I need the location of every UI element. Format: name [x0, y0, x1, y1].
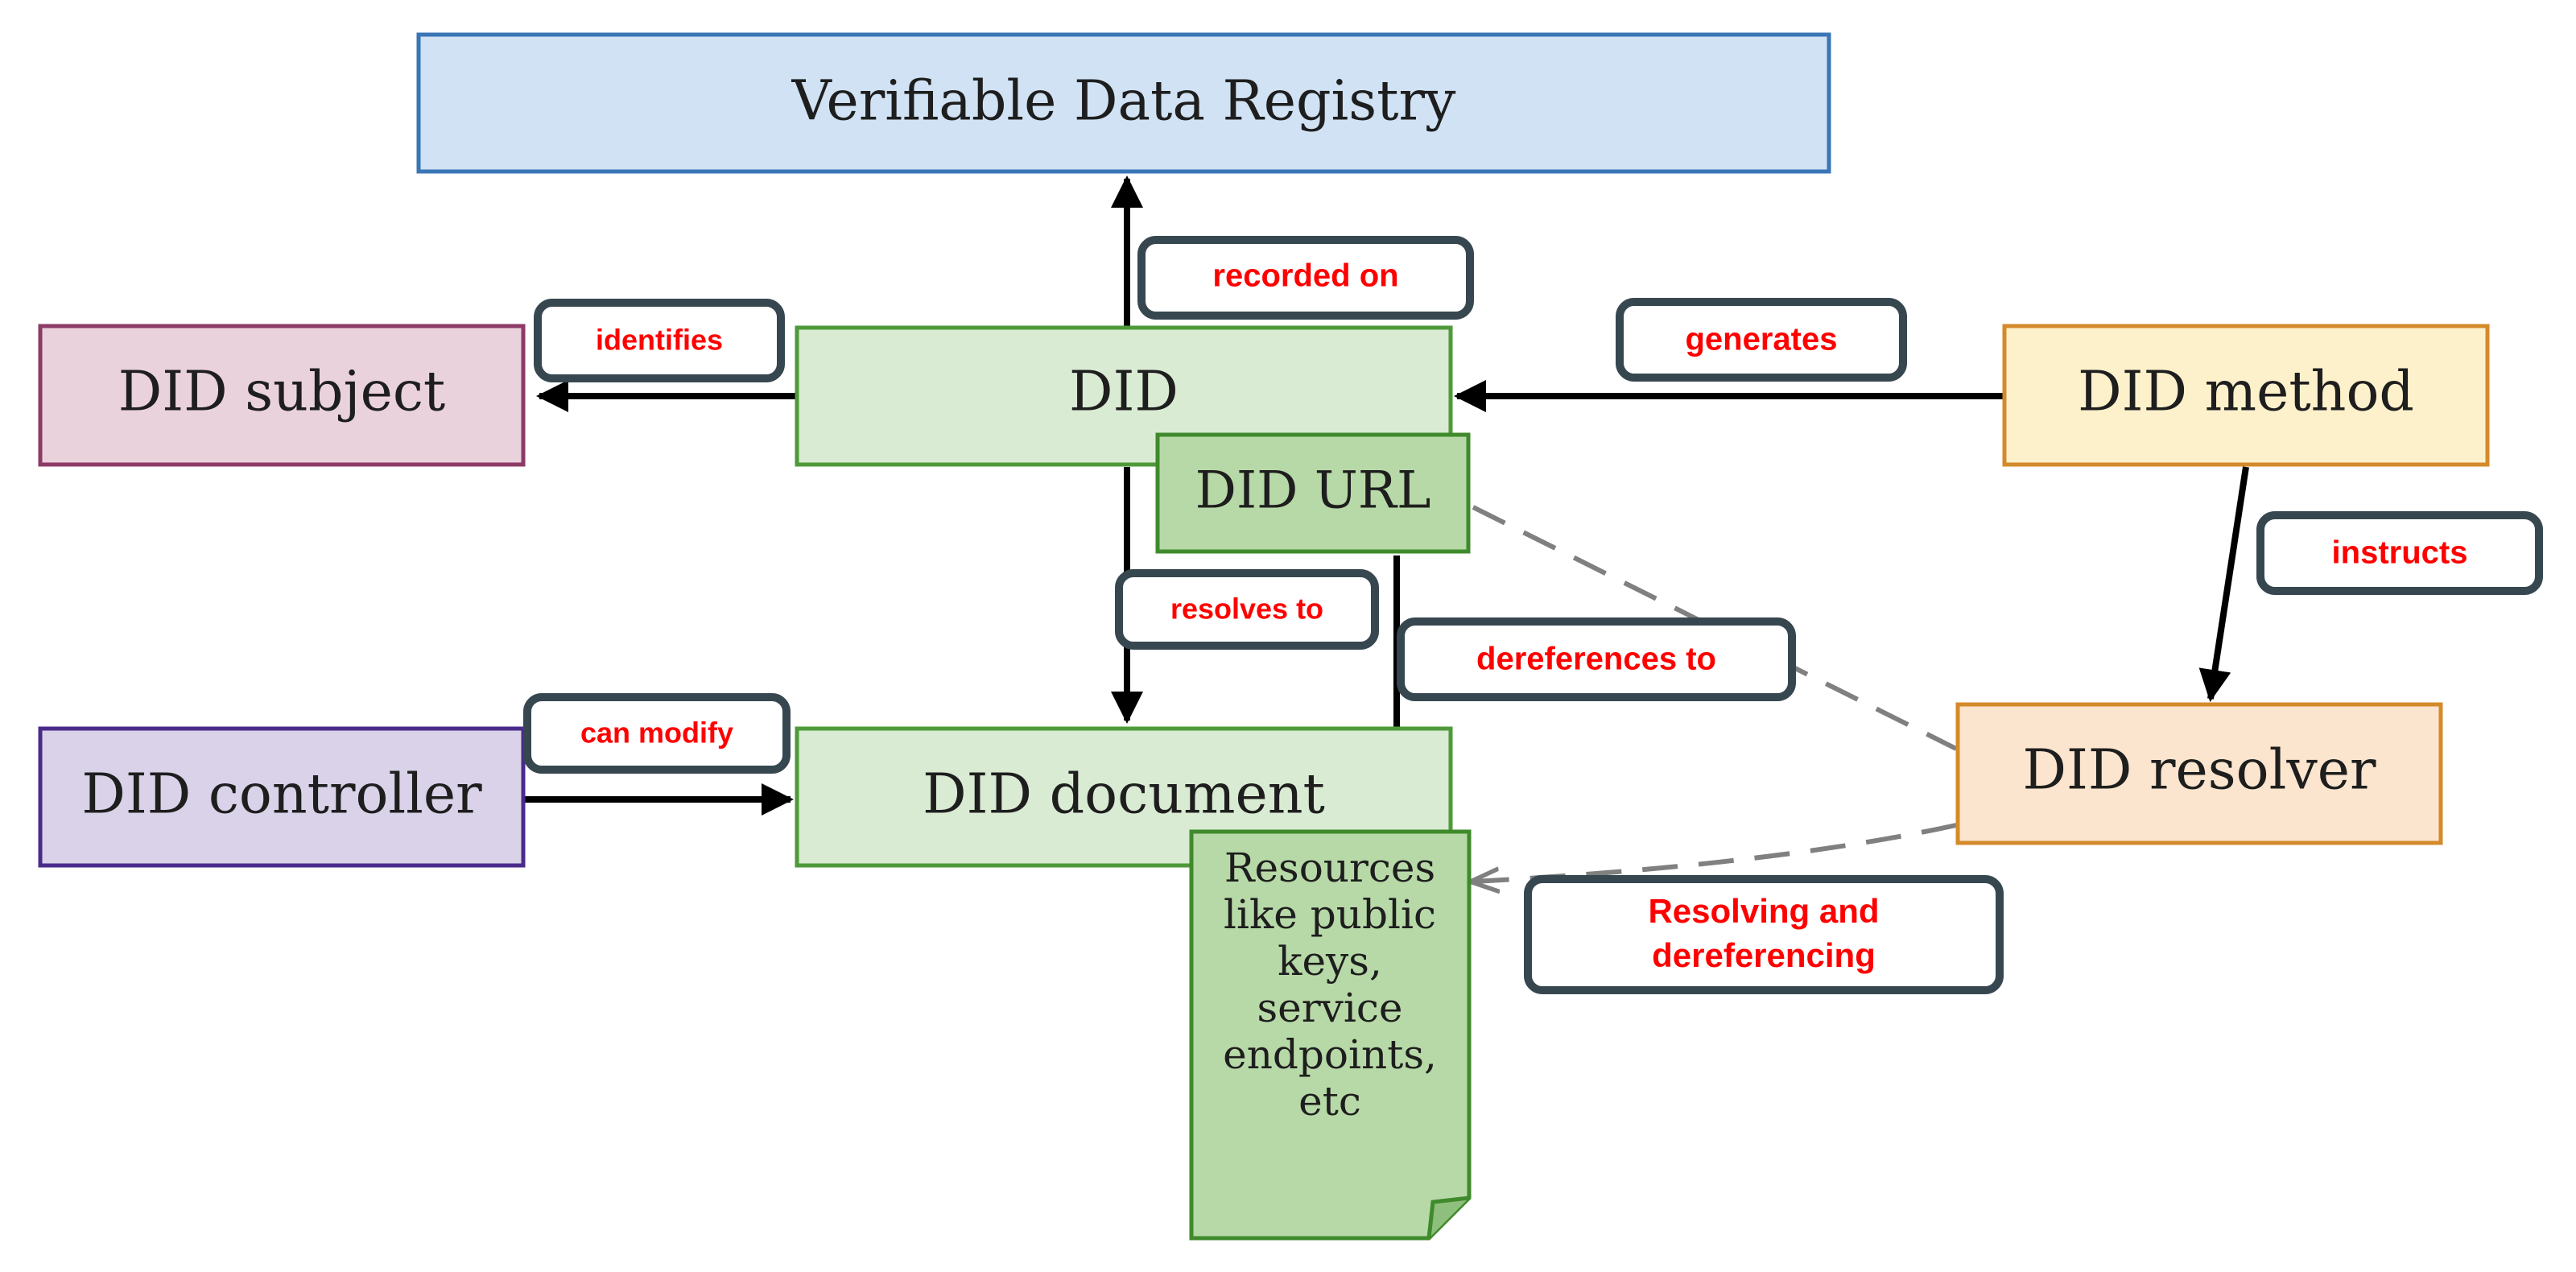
- can-modify-text: can modify: [580, 717, 733, 750]
- did-url-label: DID URL: [1195, 461, 1431, 521]
- label-instructs: instructs: [2256, 511, 2543, 595]
- registry-label: Verifiable Data Registry: [791, 70, 1456, 134]
- resources-line: keys,: [1278, 938, 1382, 985]
- node-did-controller: DID controller: [38, 726, 526, 868]
- did-controller-label: DID controller: [81, 763, 482, 827]
- identifies-text: identifies: [596, 324, 723, 357]
- instructs-text: instructs: [2332, 535, 2468, 571]
- resources-text: Resources like public keys, service endp…: [1223, 845, 1437, 1125]
- node-verifiable-data-registry: Verifiable Data Registry: [416, 32, 1831, 174]
- dereferences-to-text: dereferences to: [1476, 642, 1716, 677]
- resolves-to-text: resolves to: [1170, 593, 1323, 626]
- did-subject-label: DID subject: [118, 361, 445, 424]
- resources-line: Resources: [1224, 845, 1435, 891]
- edge-dashed-resolver-resources: [1473, 823, 1957, 882]
- node-did-method: DID method: [2002, 324, 2490, 467]
- did-label: DID: [1069, 361, 1179, 424]
- did-resolver-label: DID resolver: [2022, 739, 2376, 803]
- label-generates: generates: [1616, 298, 1907, 382]
- node-resources: Resources like public keys, service endp…: [1189, 829, 1472, 1241]
- edge-instructs: [2198, 466, 2249, 702]
- label-identifies: identifies: [534, 299, 785, 382]
- resources-line: etc: [1298, 1078, 1361, 1125]
- node-did: DID: [795, 325, 1453, 467]
- did-document-label: DID document: [923, 763, 1325, 827]
- resources-line: endpoints,: [1223, 1031, 1437, 1078]
- label-resolving-dereferencing: Resolving and dereferencing: [1524, 875, 2004, 994]
- resources-line: service: [1257, 985, 1403, 1031]
- edge-dashed-did-url-resolver: [1472, 505, 1958, 751]
- node-did-url: DID URL: [1155, 432, 1471, 554]
- did-method-label: DID method: [2078, 361, 2414, 424]
- node-did-subject: DID subject: [38, 324, 526, 467]
- label-resolves-to: resolves to: [1115, 569, 1379, 650]
- node-did-resolver: DID resolver: [1955, 702, 2443, 845]
- label-can-modify: can modify: [523, 693, 791, 774]
- recorded-on-text: recorded on: [1212, 258, 1398, 294]
- resources-line: like public: [1224, 891, 1436, 938]
- resolving-text-line2: dereferencing: [1652, 936, 1876, 974]
- generates-text: generates: [1686, 322, 1838, 357]
- label-dereferences-to: dereferences to: [1397, 617, 1796, 701]
- label-recorded-on: recorded on: [1137, 236, 1474, 320]
- resolving-text-line1: Resolving and: [1648, 892, 1879, 930]
